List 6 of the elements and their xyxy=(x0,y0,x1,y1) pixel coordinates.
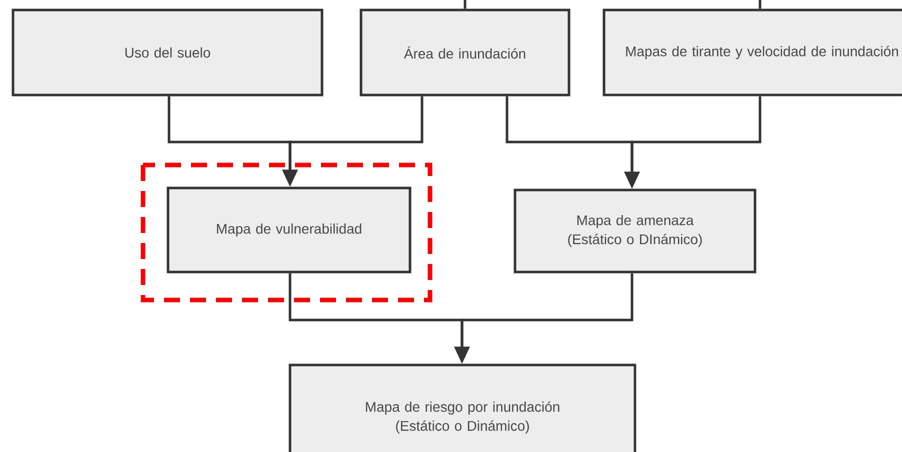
process-box: Mapa de vulnerabilidad xyxy=(166,186,412,274)
process-box: Mapas de tirante y velocidad de inundación xyxy=(602,8,902,96)
process-box: Mapa de amenaza (Estático o DInámico) xyxy=(514,188,756,274)
process-box: Uso del suelo xyxy=(12,8,324,96)
process-box: Área de inundación xyxy=(360,8,570,96)
process-box: Mapa de riesgo por inundación (Estático o Dinámico) xyxy=(288,364,636,452)
